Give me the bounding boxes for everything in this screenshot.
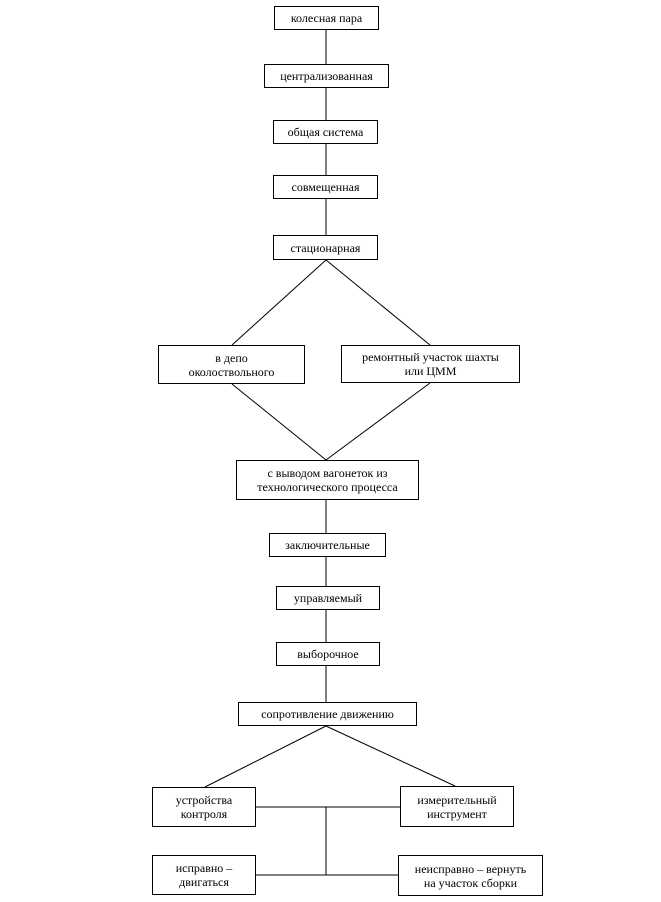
node-repair-section: ремонтный участок шахты или ЦММ [341,345,520,383]
connector-stationary-depot [231,259,327,346]
connector-stationary-repair [325,259,431,346]
node-general-system: общая система [273,120,378,144]
connector-resistance-measuring [325,725,456,787]
node-controlled: управляемый [276,586,380,610]
node-combined: совмещенная [273,175,378,199]
node-measuring-tool: измерительный инструмент [400,786,514,827]
node-selective: выборочное [276,642,380,666]
node-faulty-return: неисправно – вернуть на участок сборки [398,855,543,896]
connector-depot-removal [231,383,327,461]
node-resistance: сопротивление движению [238,702,417,726]
node-depot: в депо околоствольного [158,345,305,384]
connector-repair-removal [325,382,431,461]
connector-resistance-control [204,725,327,788]
node-control-devices: устройства контроля [152,787,256,827]
node-wheelset: колесная пара [274,6,379,30]
node-ok-move: исправно – двигаться [152,855,256,895]
node-centralized: централизованная [264,64,389,88]
node-with-removal: с выводом вагонеток из технологического … [236,460,419,500]
node-stationary: стационарная [273,235,378,260]
node-final: заключительные [269,533,386,557]
